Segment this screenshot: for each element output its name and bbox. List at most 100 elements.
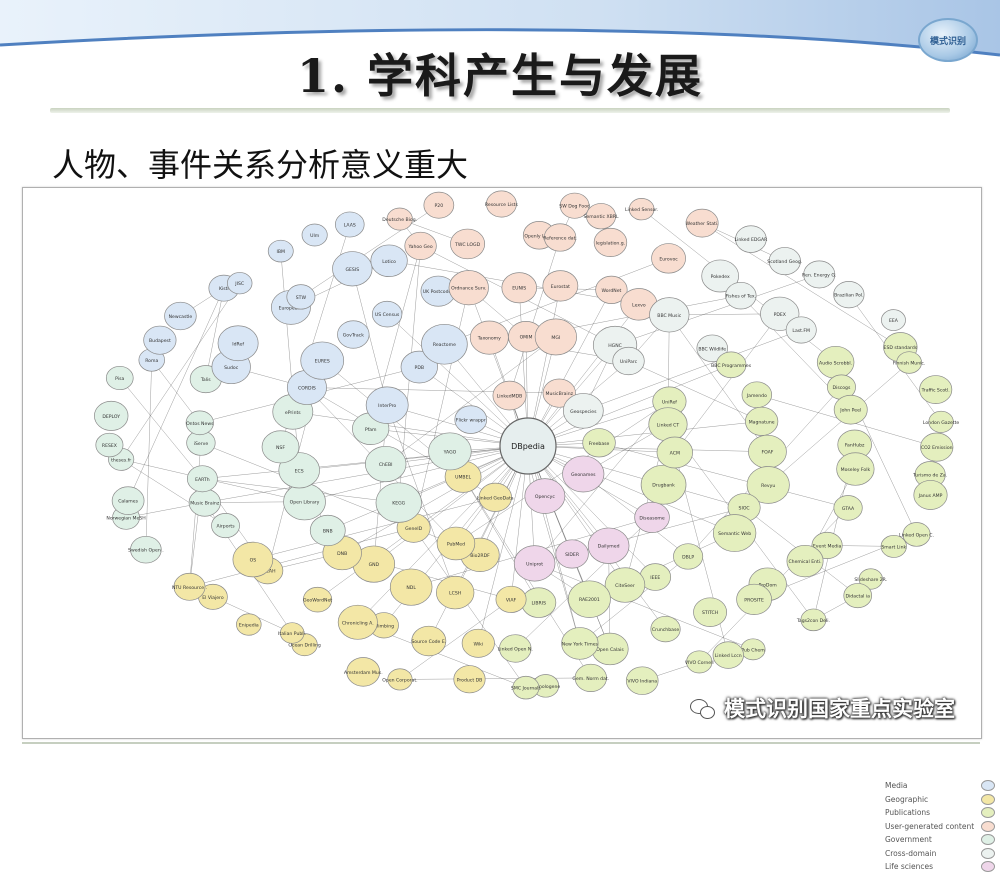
node-label: IBM [277,249,286,255]
network-node: MGI [534,318,577,356]
network-node: Yahoo Geo [404,231,437,260]
network-edge [527,421,762,447]
node-label: Deutsche Biog. [382,217,417,223]
node-label: Audio Scrobbl. [819,360,852,366]
network-node: UniParc [612,346,645,376]
node-label: Geonames [571,472,596,478]
node-label: EARTh [195,477,210,483]
legend-label: Publications [885,808,931,818]
node-label: Moseley Folk [841,467,871,473]
network-node: Moseley Folk [836,452,875,486]
node-label: LinkedMDB [497,394,523,400]
node-label: DEPLOY [102,414,120,420]
network-node: Uniprot [513,545,556,582]
node-label: Eurostat [551,284,570,290]
network-node: GovTrack [337,320,370,349]
node-label: UMBEL [455,475,471,481]
network-edge [527,445,581,644]
legend-swatch [981,820,995,832]
network-node: VIVO Cornell [685,650,714,674]
node-label: NSF [276,445,285,451]
network-node: London Gazette [923,410,959,433]
node-label: BBC Programmes [711,363,752,369]
node-label: VIVO Indiana [627,679,657,685]
node-label: Wiki [473,641,483,647]
legend-swatch [981,847,995,859]
node-label: PubMed [447,541,465,547]
node-label: BNB [323,528,333,534]
node-label: EEA [889,318,899,324]
network-node: SW Dog Food [559,192,590,219]
node-label: BBC Music [657,313,681,319]
node-label: GeneID [405,526,422,532]
network-edge [413,527,527,688]
node-label: Open Corporat. [382,677,417,683]
network-edge [509,237,561,396]
network-node: Linked Open C. [899,522,934,547]
network-node: Amsterdam Mus. [344,657,383,687]
node-label: VIAF [506,597,517,603]
network-node: TWC LOGD [450,228,486,260]
node-label: RESEX [102,443,117,449]
legend-label: Government [885,835,932,845]
node-label: ECS [295,468,304,474]
node-label: EURES [315,359,330,365]
network-node: WordNet [595,275,628,304]
node-label: Freebase [589,441,610,447]
node-label: InterPro [378,403,396,409]
node-label: Semantic XBRL [584,214,619,220]
node-label: Linked Lccn [715,653,742,659]
network-edge [204,445,529,503]
network-node: RAE2001 [567,580,611,618]
network-node: EEA [881,309,906,331]
network-node: BBC Wildlife [696,334,728,363]
node-label: Newcastle [169,314,193,320]
network-node: Weather Stati. [686,208,719,238]
node-label: Lexvo [632,302,646,308]
node-label: PDB [415,365,424,371]
node-label: KEGG [392,501,405,507]
node-label: Turismo de Za. [912,473,947,479]
node-label: Slideshare 2R. [854,577,887,583]
network-node: PubMed [436,526,476,561]
network-node: Jamendo [741,381,773,409]
network-edge [127,288,225,501]
node-label: legislation.g. [596,240,625,246]
legend-item: Cross-domain [885,847,995,861]
node-label: Chemical Enti. [788,559,821,565]
network-node: IEEE [639,563,672,591]
network-node: BBC Programmes [711,351,752,379]
node-label: SW Dog Food [559,204,590,210]
network-edge [119,377,203,479]
network-edge [674,313,780,453]
node-label: ProDom [759,582,778,588]
node-label: Homologene [531,684,560,690]
slide-title: 1. 学科产生与发展 [296,49,704,103]
network-edge [768,362,910,486]
network-node: EARTh [186,465,218,493]
node-label: Finnish Munic. [893,361,926,367]
node-label: PROSITE [744,597,764,603]
network-edge [527,445,745,508]
node-label: Event Media [813,543,842,549]
network-node: El Viajero [198,583,228,610]
node-label: theses.fr [111,457,131,463]
node-label: iServe [194,441,209,447]
network-node: Traffic Scotl. [919,375,953,404]
node-label: Linked Sensor. [625,207,658,213]
wechat-icon [690,697,716,719]
node-label: ePrints [285,410,301,416]
network-edge [205,288,225,380]
legend-item: Geographic [885,793,995,807]
node-label: Traffic Scotl. [921,388,950,394]
legend-label: User-generated content [885,821,975,831]
legend-swatch [981,780,995,792]
node-label: Music Brainz [190,501,220,507]
network-node: BNB [309,514,346,547]
network-node: Lotico [370,244,408,278]
node-label: UniRef [662,399,677,405]
network-node: IBM [267,239,294,263]
node-label: SIDER [565,552,580,558]
node-label: Linked Open N. [498,646,533,652]
